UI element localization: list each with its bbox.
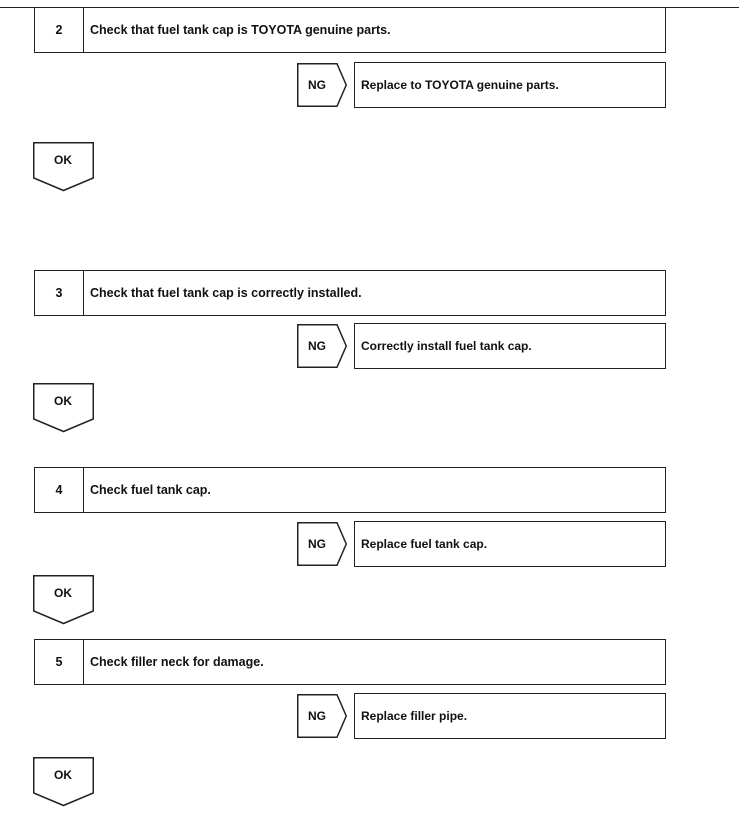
ok-arrow-shape	[33, 142, 94, 192]
step-number: 4	[35, 468, 84, 512]
step-5-box: 5 Check filler neck for damage.	[34, 639, 666, 685]
ng-action-box: Replace filler pipe.	[354, 693, 666, 739]
ng-label: NG	[308, 339, 326, 353]
ok-label: OK	[54, 153, 72, 167]
ok-arrow-shape	[33, 383, 94, 433]
step-2-box: 2 Check that fuel tank cap is TOYOTA gen…	[34, 7, 666, 53]
step-4-box: 4 Check fuel tank cap.	[34, 467, 666, 513]
ng-label: NG	[308, 537, 326, 551]
ok-arrow-shape	[33, 575, 94, 625]
ng-arrow-shape	[297, 324, 348, 368]
ok-label: OK	[54, 586, 72, 600]
ng-action-box: Correctly install fuel tank cap.	[354, 323, 666, 369]
ng-arrow-shape	[297, 522, 348, 566]
ng-arrow-shape	[297, 694, 348, 738]
ng-action-box: Replace fuel tank cap.	[354, 521, 666, 567]
ng-arrow-shape	[297, 63, 348, 107]
ng-label: NG	[308, 78, 326, 92]
ng-label: NG	[308, 709, 326, 723]
ok-label: OK	[54, 394, 72, 408]
ok-label: OK	[54, 768, 72, 782]
step-number: 3	[35, 271, 84, 315]
ok-arrow-shape	[33, 757, 94, 807]
step-check-text: Check that fuel tank cap is correctly in…	[90, 286, 362, 300]
step-number: 2	[35, 8, 84, 52]
step-3-box: 3 Check that fuel tank cap is correctly …	[34, 270, 666, 316]
step-number: 5	[35, 640, 84, 684]
ng-action-box: Replace to TOYOTA genuine parts.	[354, 62, 666, 108]
step-check-text: Check fuel tank cap.	[90, 483, 211, 497]
step-check-text: Check filler neck for damage.	[90, 655, 264, 669]
step-check-text: Check that fuel tank cap is TOYOTA genui…	[90, 23, 391, 37]
